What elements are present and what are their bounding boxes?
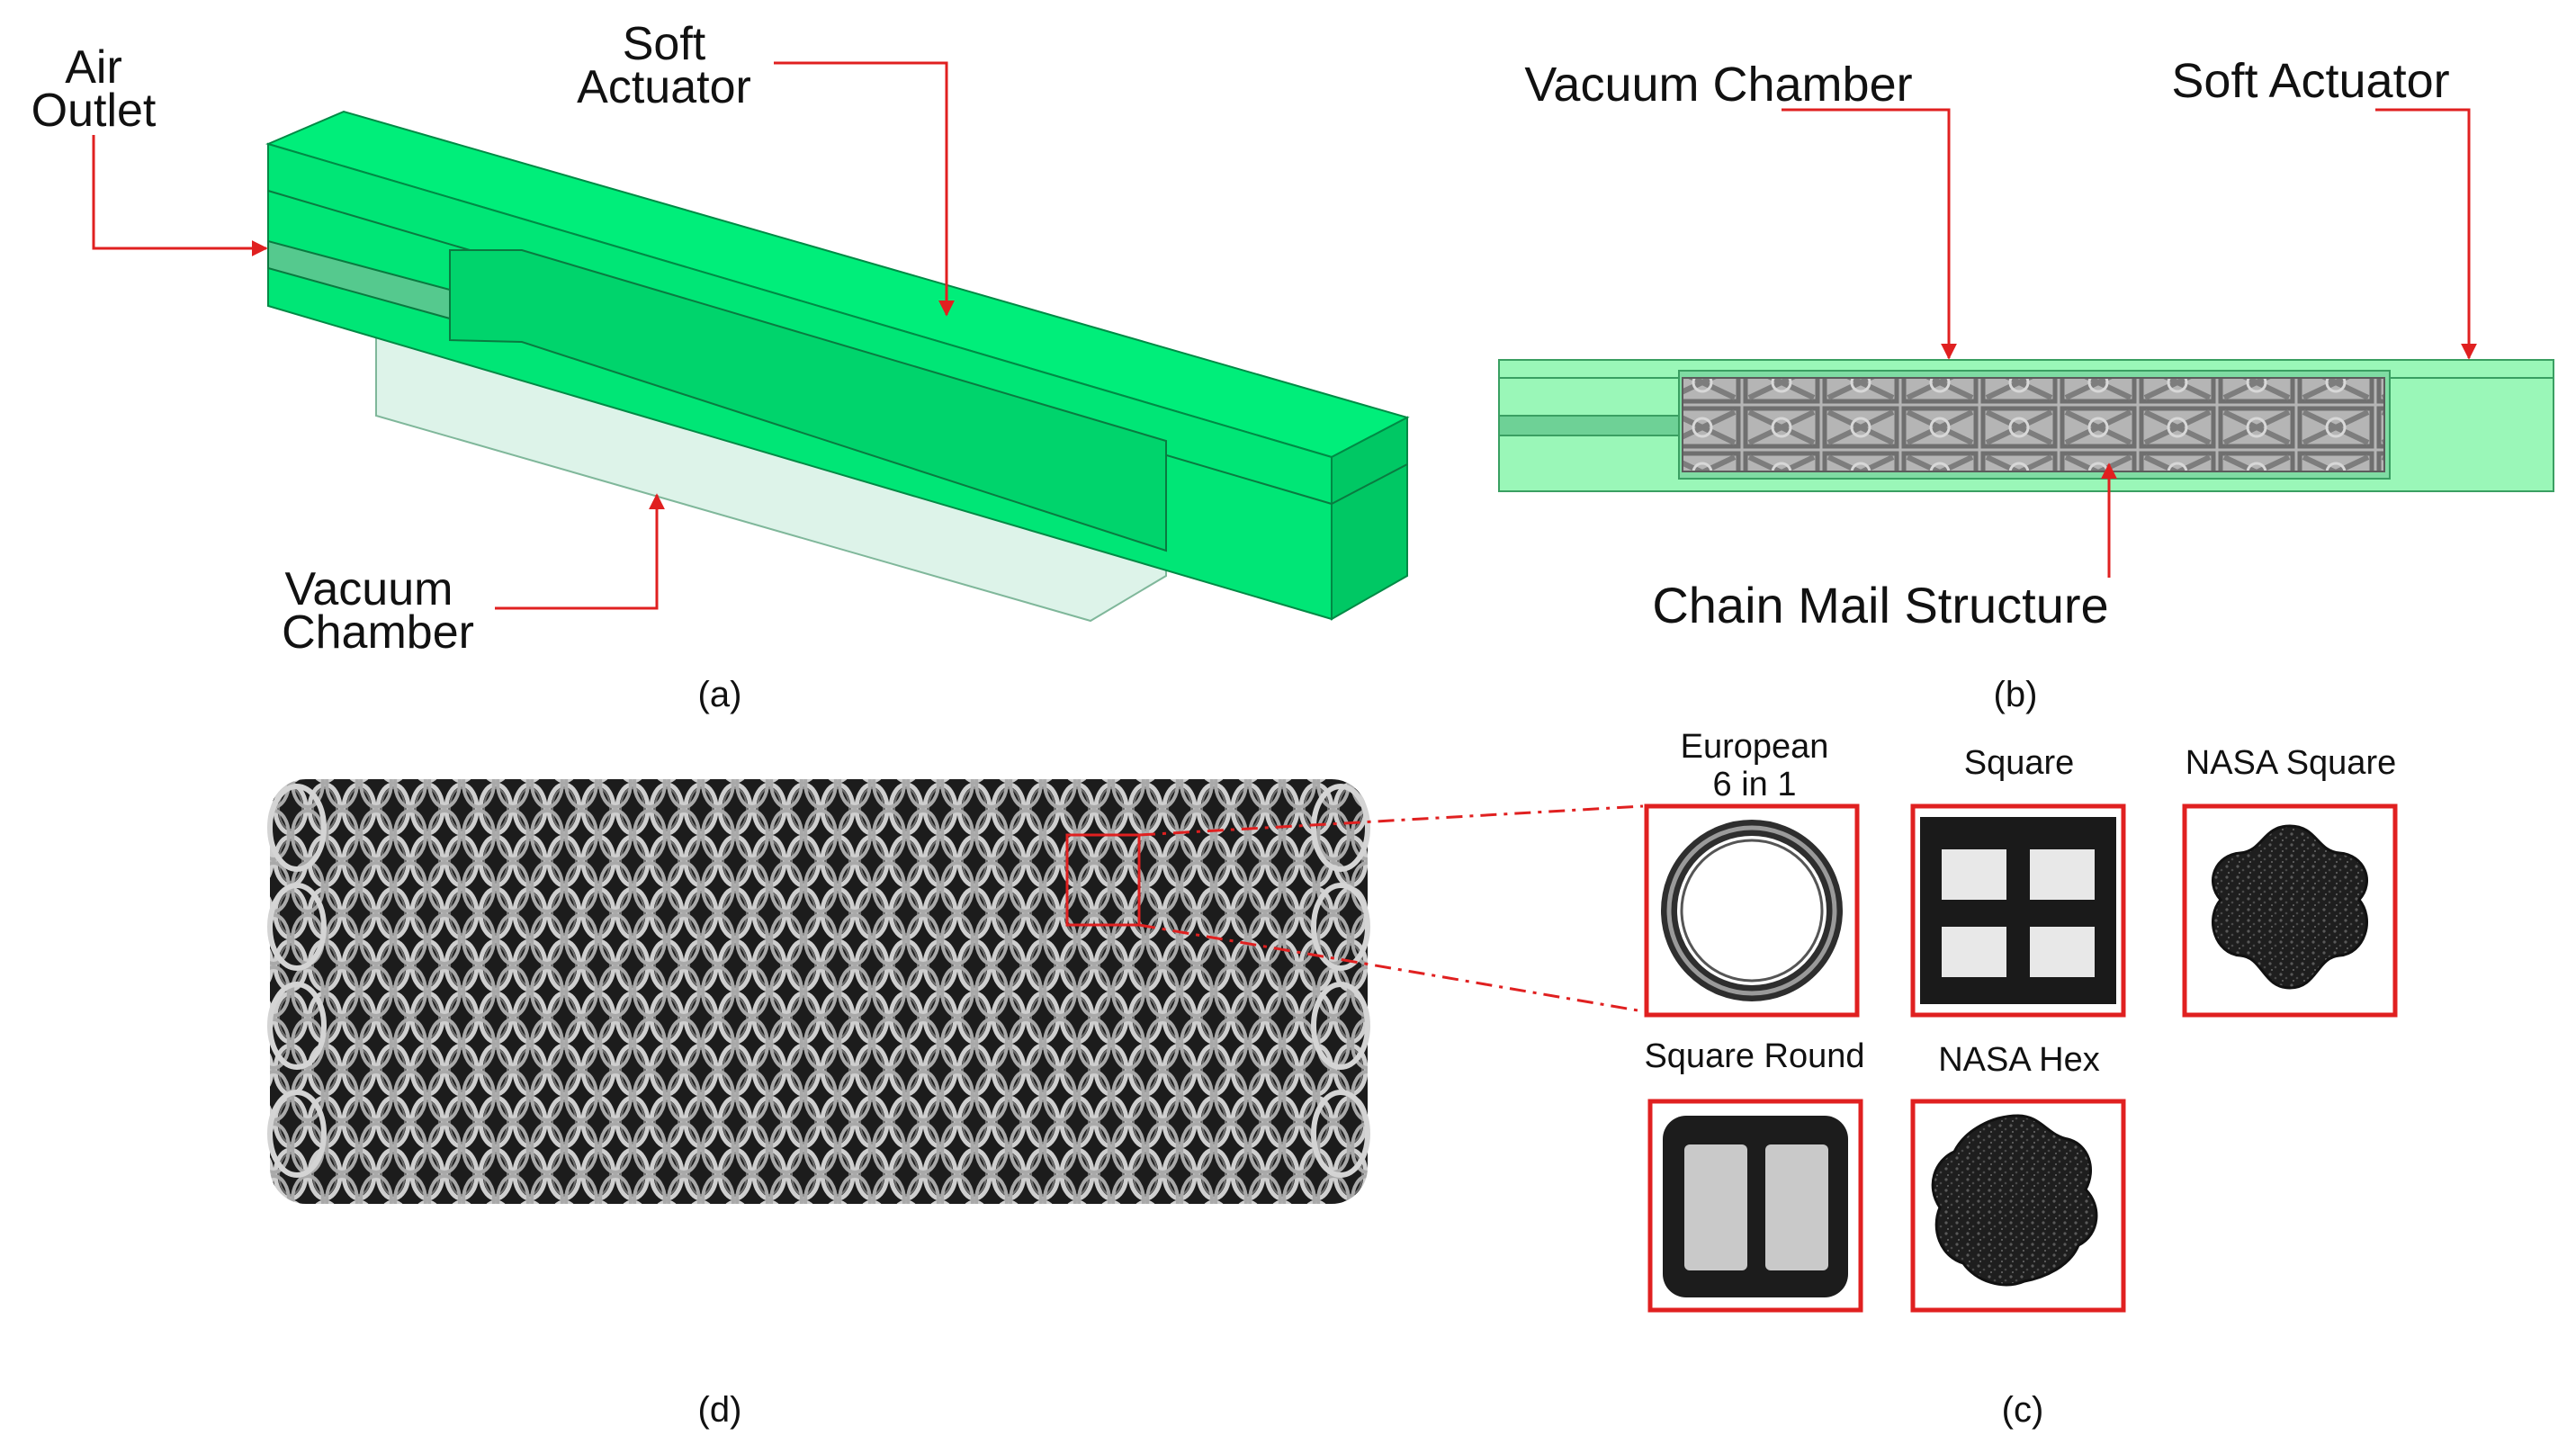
zoom-line-top	[1138, 804, 1644, 837]
vacuum-chamber-arrow-b	[1782, 108, 1957, 360]
air-outlet-channel	[267, 239, 451, 320]
vacuum-chamber-label-b: Vacuum Chamber	[1524, 58, 1912, 112]
chain-mail-label: Chain Mail Structure	[1652, 577, 2108, 633]
zoom-line-bottom	[1138, 923, 1644, 1013]
european-label-line2: 6 in 1	[1713, 766, 1797, 803]
panel-d: (d)	[267, 779, 1644, 1430]
actuator-3d-model	[265, 110, 1410, 623]
panel-b-caption: (b)	[1994, 675, 2038, 714]
vacuum-chamber-arrow	[495, 493, 665, 610]
chain-mail-structure	[1682, 377, 2385, 472]
soft-actuator-label-line1: Soft	[623, 18, 706, 70]
inner-cavity	[449, 249, 1167, 552]
soft-actuator-arrow	[774, 61, 955, 317]
soft-actuator-label-line2: Actuator	[577, 61, 751, 113]
actuator-end-face	[1331, 416, 1408, 621]
nasa-hex-icon	[1931, 1114, 2098, 1287]
square-label: Square	[1964, 744, 2075, 782]
square-link-icon	[1920, 817, 2116, 1004]
panel-a: Air Outlet Soft Actuator Vacuum Chamber …	[31, 18, 1410, 714]
nasa-hex-label: NASA Hex	[1938, 1041, 2100, 1079]
panel-b: Vacuum Chamber Soft Actuator Chain Mail …	[1498, 54, 2554, 714]
nasa-square-label: NASA Square	[2186, 744, 2396, 782]
european-tile	[1644, 803, 1860, 1018]
square-round-label: Square Round	[1644, 1037, 1864, 1075]
soft-actuator-label-b: Soft Actuator	[2171, 54, 2449, 108]
soft-actuator-arrow-b	[2375, 108, 2477, 360]
chain-mail-photo	[270, 779, 1368, 1204]
vacuum-chamber-label-line1: Vacuum	[285, 563, 453, 615]
panel-c-caption: (c)	[2002, 1390, 2044, 1430]
air-outlet-label-line1: Air	[65, 41, 122, 94]
air-channel-side	[1498, 415, 1680, 436]
zoom-region-box	[1065, 833, 1141, 927]
panel-c: European 6 in 1 Square NASA Square Squar…	[1644, 728, 2398, 1430]
panel-a-caption: (a)	[698, 675, 742, 714]
nasa-square-icon	[2212, 824, 2368, 990]
european-ring-icon	[1661, 820, 1843, 1001]
square-round-icon	[1663, 1116, 1848, 1297]
panel-d-caption: (d)	[698, 1390, 742, 1430]
european-label-line1: European	[1681, 728, 1829, 766]
air-outlet-arrow	[92, 135, 268, 256]
chain-mail-edge-rings	[267, 784, 1370, 1178]
air-outlet-label-line2: Outlet	[31, 85, 157, 137]
vacuum-chamber-label-line2: Chamber	[282, 606, 474, 659]
